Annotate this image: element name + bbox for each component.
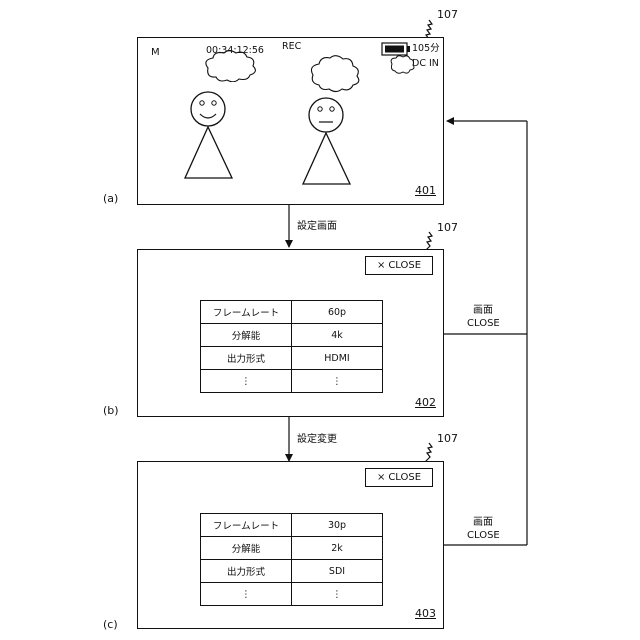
setting-value-output[interactable]: SDI (292, 560, 383, 583)
close-return-label-line2-b: CLOSE (467, 319, 500, 329)
setting-value-output[interactable]: HDMI (292, 347, 383, 370)
table-row: ⋮ ⋮ (201, 583, 383, 606)
ellipsis-cell: ⋮ (201, 583, 292, 606)
setting-value-resolution[interactable]: 2k (292, 537, 383, 560)
panel-label-b: (b) (103, 405, 119, 416)
setting-name-resolution: 分解能 (201, 324, 292, 347)
person-figure-smiling (180, 90, 240, 182)
ellipsis-cell: ⋮ (292, 370, 383, 393)
close-button-label: CLOSE (388, 260, 421, 271)
mode-indicator: M (151, 48, 160, 58)
settings-screen-b: × CLOSE フレームレート 60p 分解能 4k 出力形式 HDMI ⋮ ⋮… (137, 249, 444, 417)
panel-label-c: (c) (103, 619, 118, 630)
ellipsis-cell: ⋮ (292, 583, 383, 606)
panel-label-a: (a) (103, 193, 118, 204)
close-return-label-line2-c: CLOSE (467, 531, 500, 541)
setting-name-output: 出力形式 (201, 560, 292, 583)
setting-name-framerate: フレームレート (201, 301, 292, 324)
arrow-label-settings-screen: 設定画面 (297, 222, 337, 232)
close-icon: × (377, 260, 385, 271)
table-row: ⋮ ⋮ (201, 370, 383, 393)
close-button[interactable]: × CLOSE (365, 256, 433, 275)
table-row[interactable]: 出力形式 HDMI (201, 347, 383, 370)
settings-table: フレームレート 30p 分解能 2k 出力形式 SDI ⋮ ⋮ (200, 513, 383, 606)
arrow-label-settings-change: 設定変更 (297, 435, 337, 445)
table-row[interactable]: 分解能 2k (201, 537, 383, 560)
setting-name-resolution: 分解能 (201, 537, 292, 560)
close-button[interactable]: × CLOSE (365, 468, 433, 487)
cloud-icon-left (202, 50, 260, 82)
dc-cloud-icon (388, 54, 418, 76)
battery-remaining: 105分 (412, 44, 440, 54)
camera-screen-a: M 00:34:12:56 REC 105分 DC IN (137, 37, 444, 205)
close-icon: × (377, 472, 385, 483)
table-row[interactable]: フレームレート 30p (201, 514, 383, 537)
ref-number-c: 107 (437, 433, 458, 444)
table-row[interactable]: 分解能 4k (201, 324, 383, 347)
close-button-label: CLOSE (388, 472, 421, 483)
setting-value-framerate[interactable]: 60p (292, 301, 383, 324)
setting-name-framerate: フレームレート (201, 514, 292, 537)
table-row[interactable]: 出力形式 SDI (201, 560, 383, 583)
setting-value-framerate[interactable]: 30p (292, 514, 383, 537)
screen-ref-c: 403 (415, 608, 436, 619)
table-row[interactable]: フレームレート 60p (201, 301, 383, 324)
screen-ref-a: 401 (415, 185, 436, 196)
close-return-label-line1-c: 画面 (473, 518, 493, 528)
rec-indicator: REC (282, 42, 301, 52)
battery-icon (381, 41, 411, 55)
settings-table: フレームレート 60p 分解能 4k 出力形式 HDMI ⋮ ⋮ (200, 300, 383, 393)
ref-number-b: 107 (437, 222, 458, 233)
close-return-label-line1-b: 画面 (473, 306, 493, 316)
screen-ref-b: 402 (415, 397, 436, 408)
ref-number-a: 107 (437, 9, 458, 20)
setting-value-resolution[interactable]: 4k (292, 324, 383, 347)
person-figure-neutral (298, 96, 358, 188)
ellipsis-cell: ⋮ (201, 370, 292, 393)
cloud-icon-right (308, 55, 360, 93)
setting-name-output: 出力形式 (201, 347, 292, 370)
settings-screen-c: × CLOSE フレームレート 30p 分解能 2k 出力形式 SDI ⋮ ⋮ … (137, 461, 444, 629)
